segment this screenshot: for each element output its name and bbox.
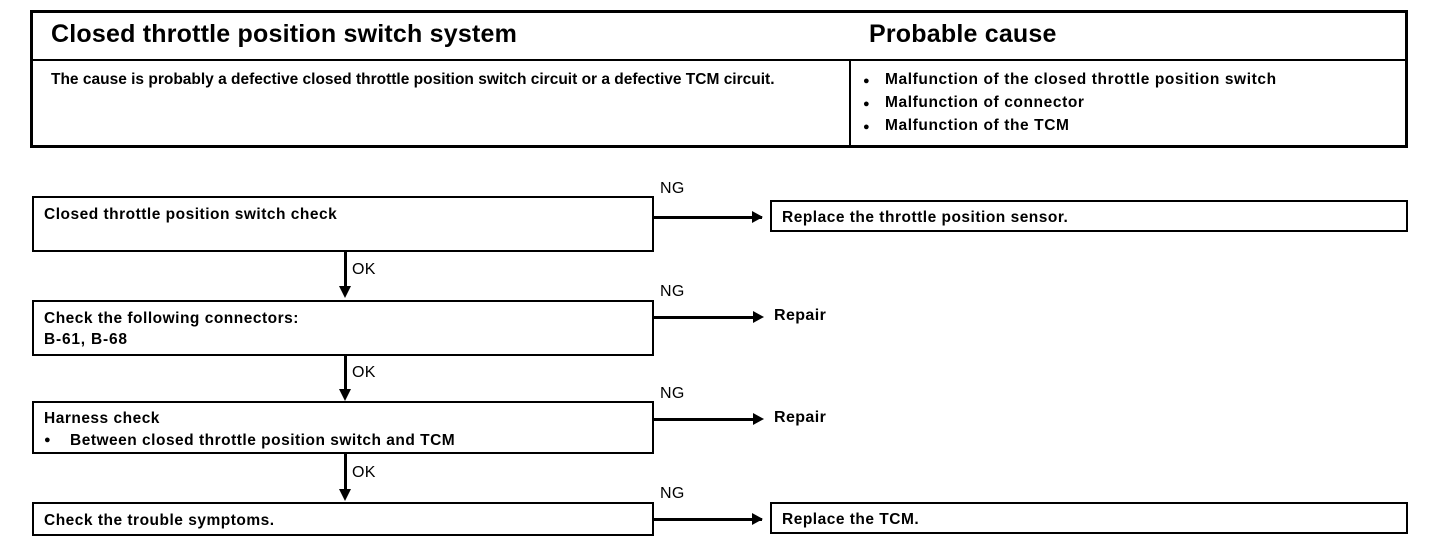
flow-step-2-ng-line — [654, 316, 756, 319]
flow-step-4-label: Check the trouble symptoms. — [44, 512, 275, 529]
flow-step-2-label: Check the following connectors: — [44, 310, 299, 327]
probable-cause-text: Malfunction of connector — [885, 94, 1085, 111]
flow-step-4-ng-arrowhead — [752, 513, 763, 525]
flow-step-3-ok-label: OK — [352, 464, 376, 481]
table-body-row: The cause is probably a defective closed… — [33, 61, 1405, 145]
flow-step-1-ok-line — [344, 252, 347, 288]
list-item: Malfunction of the TCM — [863, 115, 1405, 138]
flow-step-2-ng-arrowhead — [753, 311, 764, 323]
flow-step-3-bullet-label: Between closed throttle position switch … — [70, 432, 456, 449]
flow-step-3-ok-arrowhead — [339, 489, 351, 501]
flow-step-1-ng-label: NG — [660, 180, 685, 197]
probable-cause-list: Malfunction of the closed throttle posit… — [851, 61, 1405, 145]
flow-step-3-ok-line — [344, 454, 347, 490]
flow-step-2-result-label: Repair — [774, 307, 827, 324]
system-description: The cause is probably a defective closed… — [33, 61, 851, 145]
flow-step-2-ok-line — [344, 356, 347, 392]
flow-step-3-ng-line — [654, 418, 756, 421]
list-item: Malfunction of the closed throttle posit… — [863, 69, 1405, 92]
flow-step-3-ng-label: NG — [660, 385, 685, 402]
flow-step-4-result-box: Replace the TCM. — [770, 502, 1408, 534]
table-header-row: Closed throttle position switch system P… — [33, 13, 1405, 61]
flow-step-1-ok-label: OK — [352, 261, 376, 278]
flow-step-3-ng-arrowhead — [753, 413, 764, 425]
flow-step-4-ng-label: NG — [660, 485, 685, 502]
flow-step-1-ng-arrowhead — [752, 211, 763, 223]
flow-step-3-box: Harness check Between closed throttle po… — [32, 401, 654, 454]
flow-step-2-ok-arrowhead — [339, 389, 351, 401]
flow-step-3-result-label: Repair — [774, 409, 827, 426]
flow-step-3-label: Harness check — [44, 410, 160, 427]
table-header-probable-cause: Probable cause — [869, 20, 1057, 48]
flow-step-1-ng-line — [654, 216, 762, 219]
table-header-system: Closed throttle position switch system — [51, 20, 517, 48]
flow-step-1-box: Closed throttle position switch check — [32, 196, 654, 252]
flow-step-2-connectors: B-61, B-68 — [44, 331, 128, 348]
flow-step-1-label: Closed throttle position switch check — [44, 206, 338, 223]
flow-step-2-ok-label: OK — [352, 364, 376, 381]
flow-step-1-result-box: Replace the throttle position sensor. — [770, 200, 1408, 232]
probable-cause-text: Malfunction of the TCM — [885, 117, 1070, 134]
probable-cause-text: Malfunction of the closed throttle posit… — [885, 71, 1277, 88]
bullet-icon — [44, 430, 70, 451]
flow-step-2-ng-label: NG — [660, 283, 685, 300]
flow-step-4-ng-line — [654, 518, 762, 521]
flow-step-3-bullet-item: Between closed throttle position switch … — [44, 430, 652, 451]
flow-step-2-box: Check the following connectors: B-61, B-… — [32, 300, 654, 356]
summary-table: Closed throttle position switch system P… — [30, 10, 1408, 148]
list-item: Malfunction of connector — [863, 92, 1405, 115]
flow-step-1-ok-arrowhead — [339, 286, 351, 298]
flow-step-1-result-label: Replace the throttle position sensor. — [782, 209, 1069, 226]
flow-step-4-box: Check the trouble symptoms. — [32, 502, 654, 536]
flow-step-4-result-label: Replace the TCM. — [782, 511, 920, 528]
